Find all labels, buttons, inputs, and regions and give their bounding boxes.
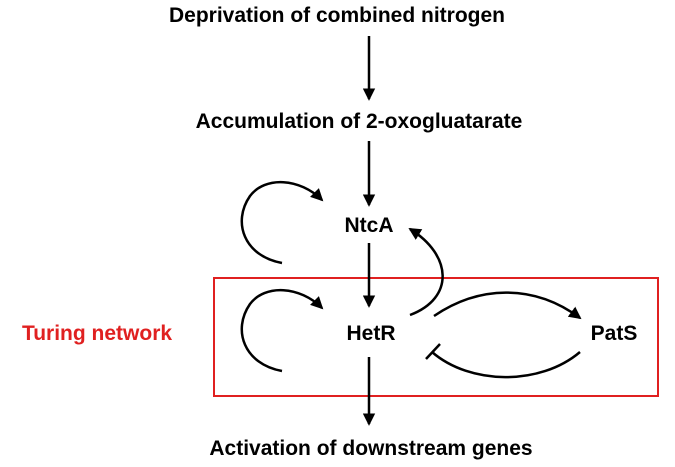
step-deprivation: Deprivation of combined nitrogen	[169, 4, 505, 27]
turing-network-box	[213, 277, 659, 397]
inhibition-bar	[425, 343, 441, 360]
node-hetr: HetR	[346, 322, 395, 345]
node-pats: PatS	[591, 322, 638, 345]
arrow-hetr-to-ntca	[408, 227, 444, 317]
hetr-self-loop-arrow	[240, 289, 324, 373]
step-accumulation: Accumulation of 2-oxogluatarate	[196, 110, 523, 133]
arrow-hetr-to-pats	[433, 291, 582, 320]
step-activation: Activation of downstream genes	[209, 437, 532, 460]
node-ntca: NtcA	[344, 214, 393, 237]
ntca-self-loop-arrow	[240, 181, 324, 265]
turing-network-label: Turing network	[22, 322, 172, 345]
inhibition-pats-to-hetr	[431, 351, 581, 379]
